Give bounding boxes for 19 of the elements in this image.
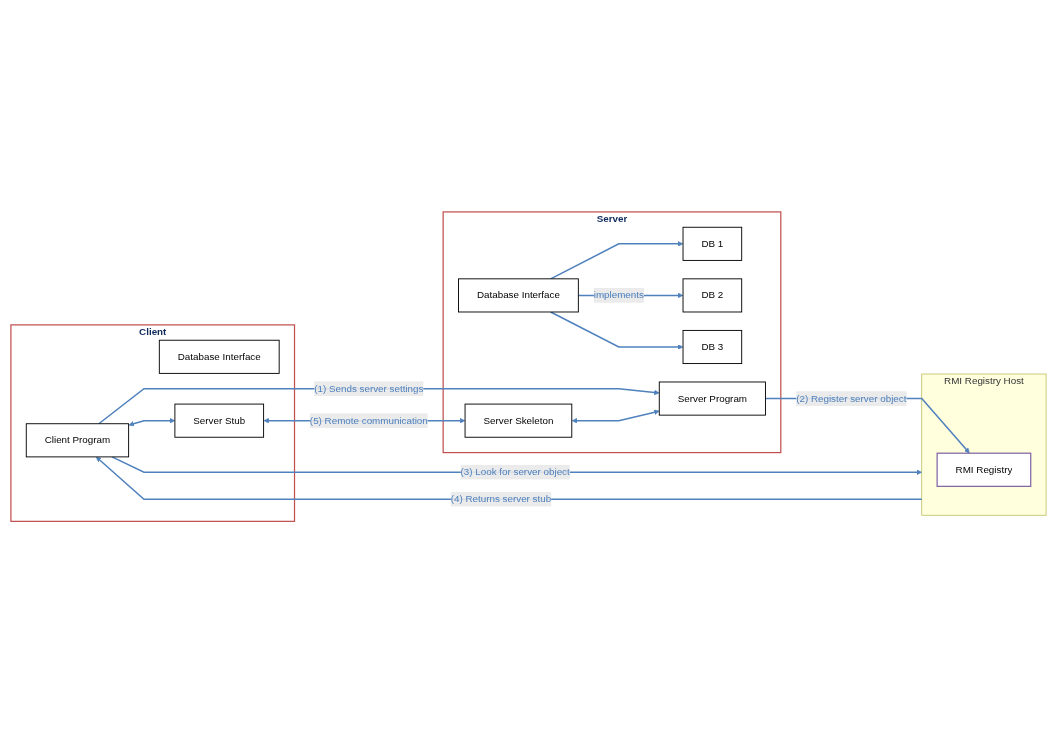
node-box: Server Program bbox=[658, 381, 766, 416]
node-box: RMI Registry bbox=[936, 452, 1032, 487]
edge-label: (4) Returns server stub bbox=[450, 493, 552, 505]
node-box: Server Stub bbox=[174, 403, 265, 438]
node-box: Database Interface bbox=[158, 339, 280, 374]
edge-label: implements bbox=[593, 289, 644, 301]
node-box: DB 1 bbox=[682, 226, 743, 261]
edge-label: (1) Sends server settings bbox=[314, 383, 424, 394]
node-box: Client Program bbox=[25, 423, 130, 458]
node-box: DB 3 bbox=[682, 329, 743, 364]
arrow bbox=[128, 417, 176, 427]
arrow bbox=[571, 409, 660, 424]
edge-label: (5) Remote communication bbox=[309, 415, 428, 426]
node-box: Server Skeleton bbox=[464, 403, 573, 438]
arrow bbox=[549, 311, 684, 350]
edge-label: (3) Look for server object bbox=[460, 466, 570, 478]
edge-label: (2) Register server object bbox=[796, 392, 907, 404]
node-box: Database Interface bbox=[458, 278, 579, 313]
node-box: DB 2 bbox=[682, 278, 743, 313]
